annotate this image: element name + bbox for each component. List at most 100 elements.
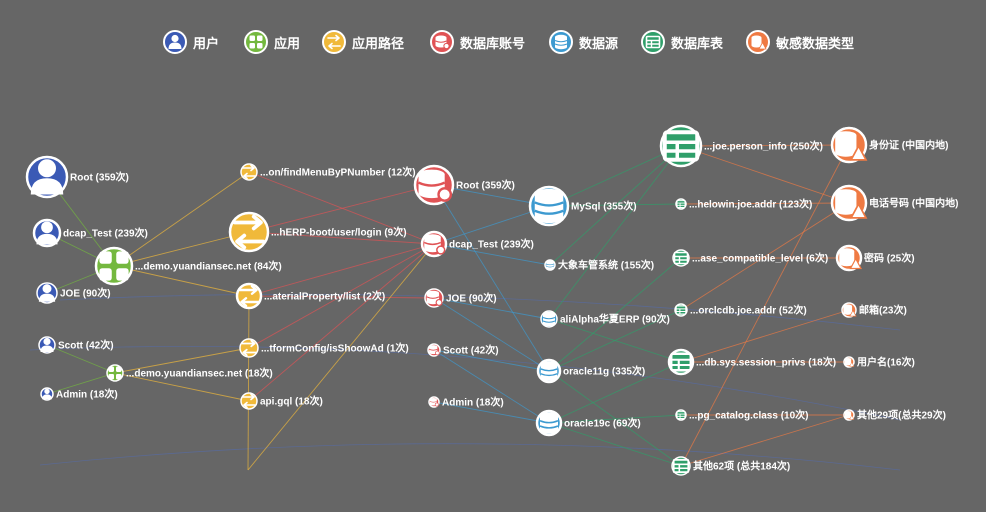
node-label: dcap_Test (239次) [449,238,534,251]
node-source-s2[interactable]: 大象车管系统 (155次) [544,259,654,272]
user-icon [163,30,187,54]
db-account-icon [428,345,440,356]
warning-icon [843,304,857,317]
node-user-u2[interactable]: dcap_Test (239次) [32,218,148,248]
edge-a2-p5 [114,372,250,402]
table-icon [675,305,687,315]
node-label: ...on/findMenuByPNumber (12次) [260,166,416,179]
user-icon [42,388,52,400]
edge-s3-t5 [548,318,682,363]
node-account-c4[interactable]: Scott (42次) [427,343,499,357]
node-path-p2[interactable]: ...hERP-boot/user/login (9次) [228,211,407,253]
node-table-t5[interactable]: ...db.sys.session_privs (18次) [667,348,836,376]
edge-t1-d1 [680,144,850,147]
node-circle [240,163,258,181]
node-user-u1[interactable]: Root (359次) [25,155,129,199]
table-icon [670,352,692,372]
node-sensitive-d1[interactable]: 身份证 (中国内地) [830,126,948,164]
edge-c4-s4 [433,349,550,372]
node-account-c3[interactable]: JOE (90次) [424,288,497,308]
node-path-p3[interactable]: ...aterialProperty/list (2次) [235,282,385,310]
route-icon [232,214,266,250]
node-label: Root (359次) [70,171,129,184]
edge-trailing [247,243,435,471]
legend-item-source[interactable]: 数据源 [549,28,618,56]
node-label: ...aterialProperty/list (2次) [264,290,385,303]
warning-icon [835,131,868,161]
node-label: 密码 (25次) [864,252,915,265]
edge-p4-c2 [248,243,435,349]
node-label: ...demo.yuandiansec.net (84次) [135,260,282,273]
edge-t1-d2 [680,145,850,204]
node-circle [235,282,263,310]
node-path-p4[interactable]: ...tformConfig/isShoowAd (1次) [239,338,409,358]
node-label: Scott (42次) [443,344,499,357]
node-user-u5[interactable]: Admin (18次) [40,387,118,401]
user-icon [38,284,56,302]
node-table-t7[interactable]: 其他62项 (总共184次) [671,456,790,476]
node-sensitive-d6[interactable]: 其他29项(总共29次) [843,409,946,422]
node-table-t1[interactable]: ...joe.person_info (250次) [659,124,823,168]
node-sensitive-d5[interactable]: 用户名(16次) [843,356,915,369]
edge-s1-t2 [548,203,682,207]
node-table-t6[interactable]: ...pg_catalog.class (10次) [675,409,809,422]
legend-item-app[interactable]: 应用 [244,28,300,56]
node-label: 其他29项(总共29次) [857,409,946,422]
legend-label: 数据源 [579,35,619,51]
node-account-c2[interactable]: dcap_Test (239次) [420,230,534,258]
node-table-t2[interactable]: ...helowin.joe.addr (123次) [675,198,812,211]
background-arc [29,345,901,421]
node-circle [228,211,270,253]
edge-u5-a2 [46,372,116,395]
edge-s4-t7 [548,370,682,467]
edge-a1-p1 [113,171,250,267]
node-circle [667,348,695,376]
node-source-s3[interactable]: aliAlpha华夏ERP (90次) [540,310,670,328]
edge-s5-t5 [548,361,682,424]
node-user-u4[interactable]: Scott (42次) [38,336,114,354]
node-source-s1[interactable]: MySql (355次) [528,185,637,227]
node-source-s4[interactable]: oracle11g (335次) [536,358,645,384]
legend-item-path[interactable]: 应用路径 [322,28,404,56]
node-path-p1[interactable]: ...on/findMenuByPNumber (12次) [240,163,416,181]
edge-p5-c2 [248,243,435,402]
node-label: 邮箱(23次) [859,304,907,317]
node-sensitive-d4[interactable]: 邮箱(23次) [841,302,907,318]
node-label: aliAlpha华夏ERP (90次) [560,313,670,326]
legend-item-user[interactable]: 用户 [163,28,219,56]
node-label: ...hERP-boot/user/login (9次) [271,226,407,239]
edge-s3-t1 [548,145,682,320]
db-account-icon [426,290,443,306]
node-table-t4[interactable]: ...orclcdb.joe.addr (52次) [674,303,807,317]
edge-p1-c2 [248,171,435,245]
legend-label: 数据库表 [671,35,724,51]
node-account-c5[interactable]: Admin (18次) [428,396,504,409]
edge-p3-c3 [248,295,435,299]
node-sensitive-d3[interactable]: 密码 (25次) [835,244,915,272]
node-user-u3[interactable]: JOE (90次) [36,282,111,304]
node-label: JOE (90次) [446,292,497,305]
legend: 用户应用应用路径数据库账号 数据源 数据库表 敏感数据类型 [0,0,986,80]
node-path-p5[interactable]: api.gql (18次) [240,392,323,410]
node-account-c1[interactable]: Root (359次) [413,164,515,206]
node-table-t3[interactable]: ...ase_compatible_level (6次) [672,249,828,267]
legend-item-table[interactable]: 数据库表 [641,28,723,56]
node-source-s5[interactable]: oracle19c (69次) [535,409,641,437]
node-label: 其他62项 (总共184次) [693,460,790,473]
legend-label: 敏感数据类型 [776,35,855,51]
node-circle [675,198,687,210]
warning-icon [839,248,863,270]
node-sensitive-d2[interactable]: 电话号码 (中国内地) [830,184,958,222]
legend-item-sensitive[interactable]: 敏感数据类型 [746,28,854,56]
node-app-a1[interactable]: ...demo.yuandiansec.net (84次) [94,246,282,286]
user-icon [40,337,54,352]
node-app-a2[interactable]: ...demo.yuandiansec.net (18次) [106,364,273,382]
table-icon [641,30,665,54]
edge-c3-s3 [433,297,550,320]
edge-s4-t3 [548,257,682,372]
legend-item-account[interactable]: 数据库账号 [430,28,525,56]
user-icon [36,221,58,245]
route-icon [322,30,346,54]
node-label: oracle19c (69次) [564,417,641,430]
table-icon [672,458,690,474]
